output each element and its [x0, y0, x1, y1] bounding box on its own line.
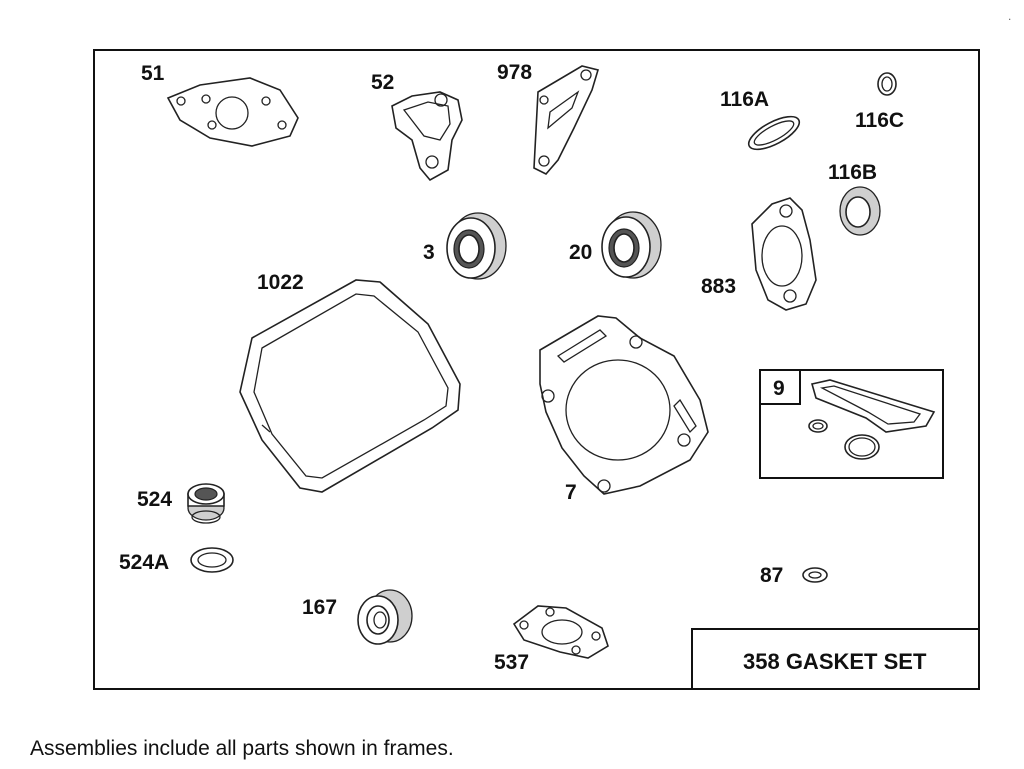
part-167-seal[interactable] [357, 589, 413, 645]
part-7-head-gasket[interactable] [539, 315, 709, 495]
part-51-gasket[interactable] [166, 77, 299, 147]
part-116b-seal[interactable] [839, 186, 881, 236]
part-116a-oring[interactable] [744, 110, 804, 156]
part-524a-washer[interactable] [190, 547, 234, 573]
part-20-oil-seal[interactable] [601, 211, 662, 279]
label-116b: 116B [828, 161, 877, 184]
part-1022-gasket[interactable] [239, 279, 461, 493]
corner-mark: . [1008, 9, 1011, 23]
part-52-gasket[interactable] [391, 91, 463, 182]
label-87: 87 [760, 564, 783, 587]
label-51: 51 [141, 62, 165, 85]
label-116a: 116A [720, 88, 769, 111]
label-167: 167 [302, 596, 337, 619]
label-524: 524 [137, 488, 172, 511]
part-537-gasket[interactable] [512, 605, 609, 659]
part-3-oil-seal[interactable] [446, 212, 507, 280]
footer-note: Assemblies include all parts shown in fr… [30, 737, 454, 760]
label-883: 883 [701, 275, 736, 298]
gasket-set-label: 358 GASKET SET [743, 649, 927, 674]
label-1022: 1022 [257, 271, 304, 294]
part-524-plug[interactable] [187, 483, 225, 524]
label-978: 978 [497, 61, 532, 84]
label-52: 52 [371, 71, 394, 94]
part-978-gasket[interactable] [533, 65, 600, 175]
part-116c-oring[interactable] [877, 72, 897, 96]
label-524a: 524A [119, 551, 169, 574]
label-20: 20 [569, 241, 592, 264]
label-7: 7 [565, 481, 577, 504]
label-3: 3 [423, 241, 435, 264]
part-87-washer[interactable] [802, 567, 828, 583]
label-116c: 116C [855, 109, 904, 132]
part-883-gasket[interactable] [751, 197, 817, 311]
diagram-frame [93, 49, 980, 690]
part-9-frame[interactable] [759, 369, 944, 479]
label-537: 537 [494, 651, 529, 674]
part-9-tag [759, 369, 801, 405]
label-9: 9 [773, 377, 785, 400]
gasket-set-box [691, 628, 980, 690]
